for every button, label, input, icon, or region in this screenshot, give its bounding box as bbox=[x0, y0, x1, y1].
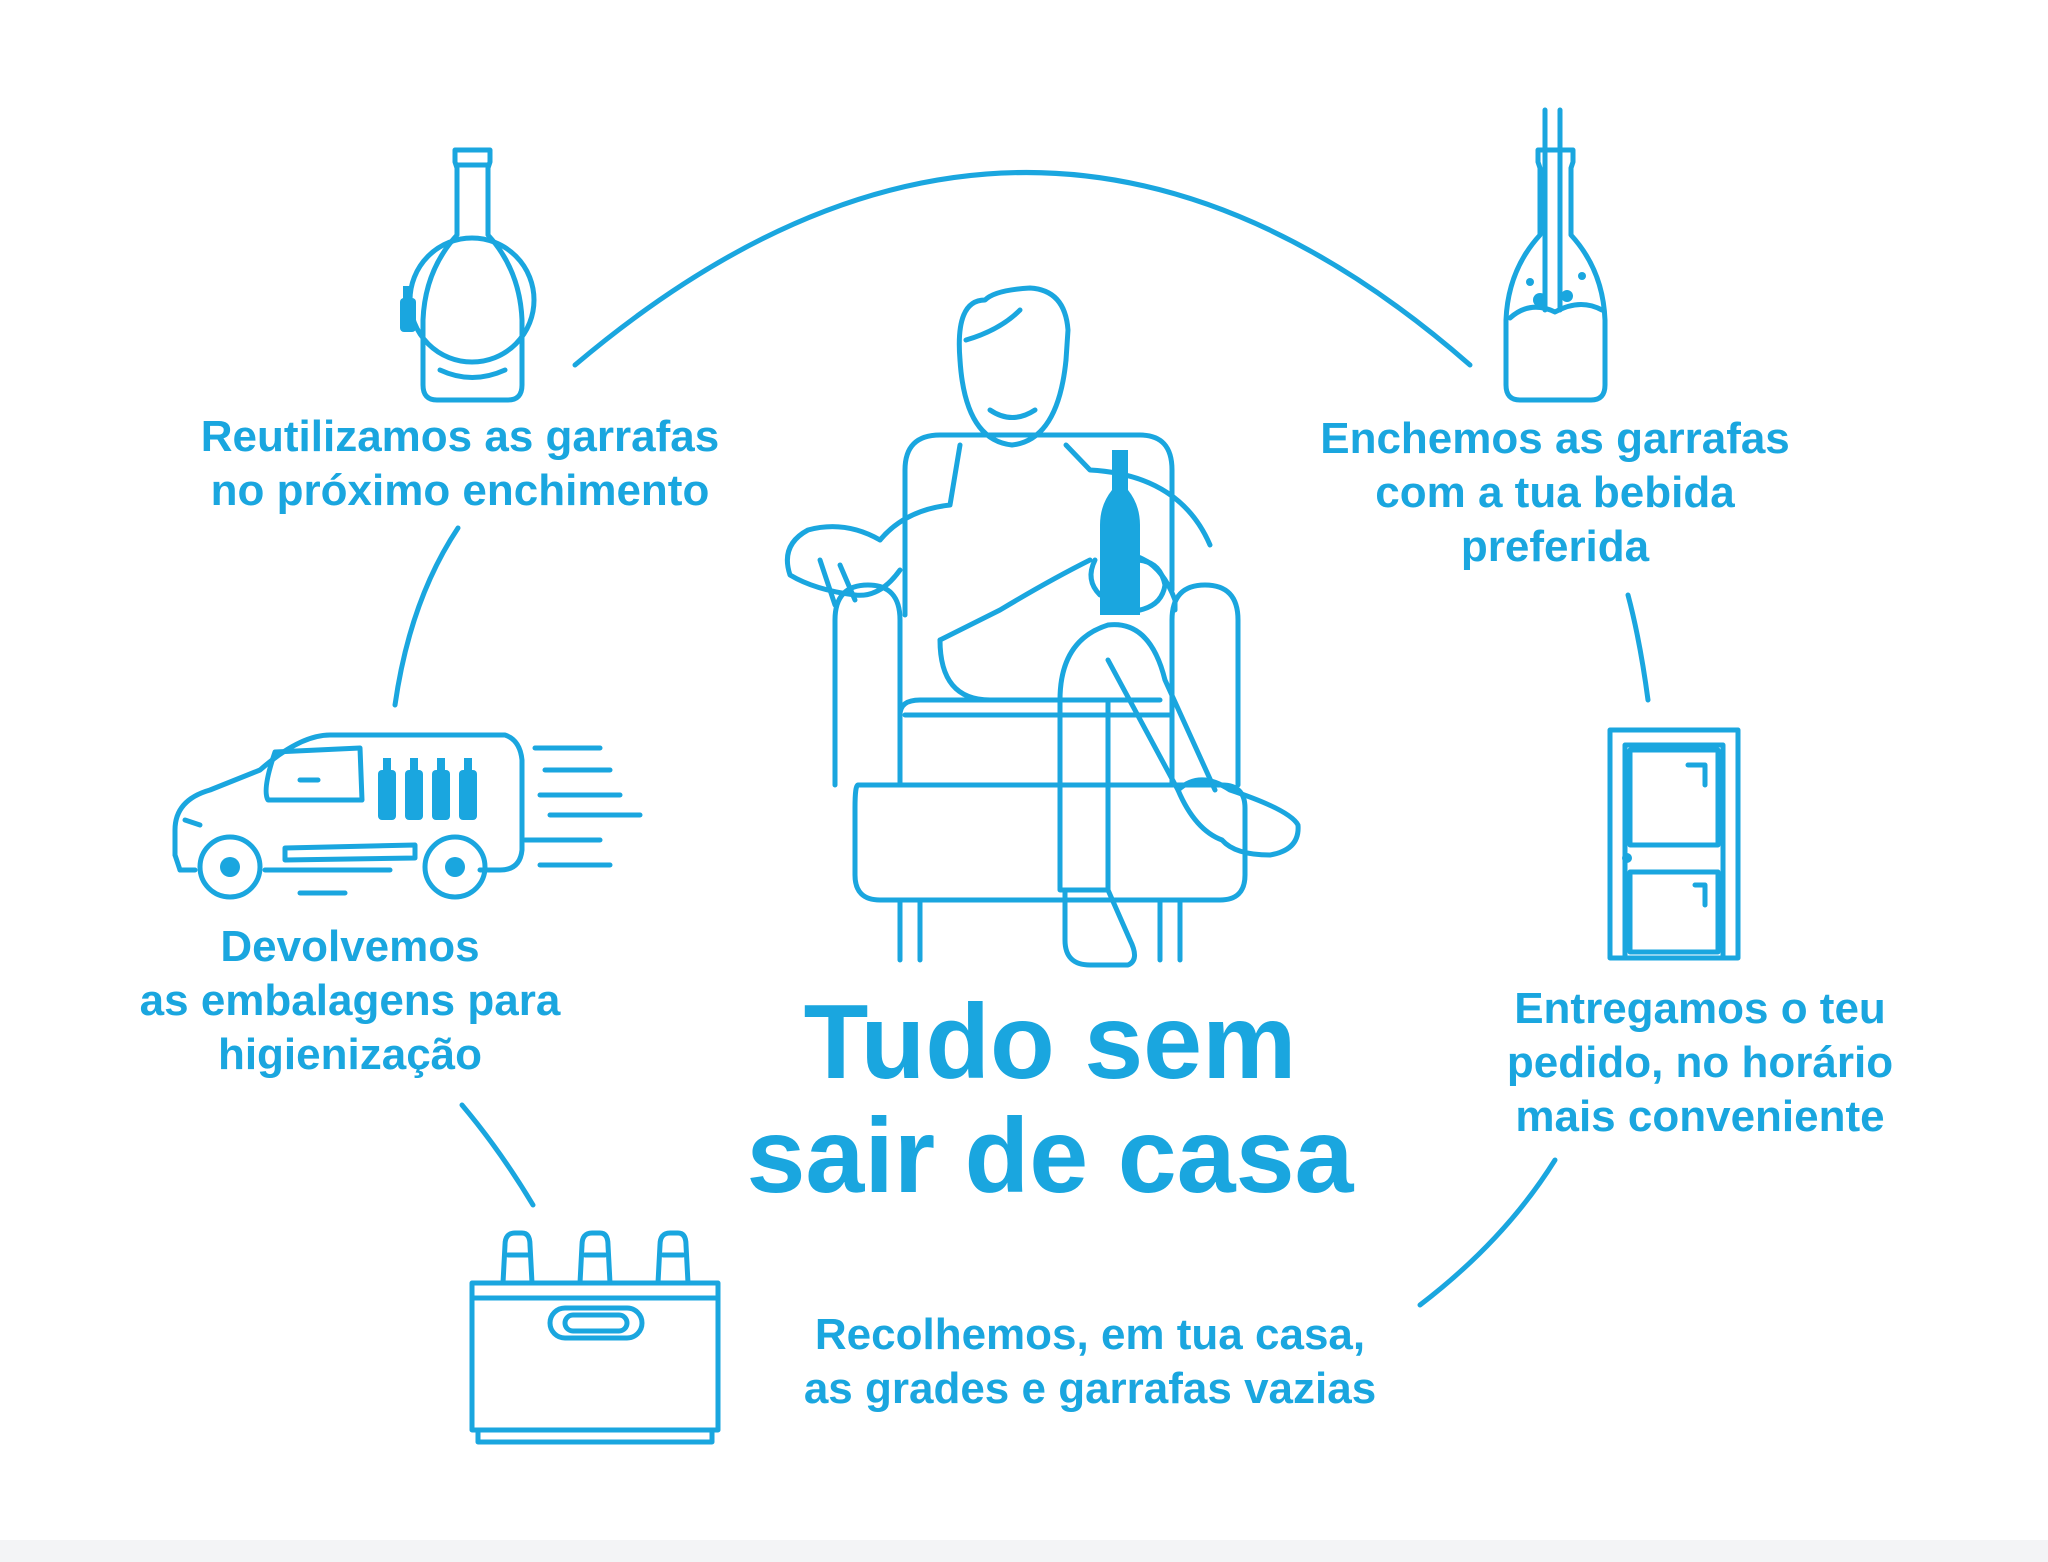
step-reuse-line-2: no próximo enchimento bbox=[210, 466, 710, 515]
step-reuse-line-1: Reutilizamos as garrafas bbox=[200, 412, 720, 461]
step-return-line-1: Devolvemos bbox=[220, 922, 480, 971]
step-return-line-3: higienização bbox=[217, 1030, 483, 1079]
step-deliver-line-1: Entregamos o teu bbox=[1514, 984, 1886, 1033]
headline: Tudo sem sair de casa bbox=[700, 985, 1400, 1213]
cycle-arc-segments bbox=[392, 170, 1651, 1308]
step-collect-line-2: as grades e garrafas vazias bbox=[803, 1364, 1377, 1413]
step-reuse-label: Reutilizamos as garrafas no próximo ench… bbox=[130, 410, 790, 518]
person-in-armchair-icon bbox=[784, 285, 1301, 968]
bottle-crate-icon bbox=[469, 1230, 721, 1445]
step-fill-line-2: com a tua bebida bbox=[1375, 468, 1735, 517]
headline-line-1: Tudo sem bbox=[803, 983, 1297, 1101]
footer-strip bbox=[0, 1540, 2048, 1562]
step-return-line-2: as embalagens para bbox=[139, 976, 561, 1025]
step-return-label: Devolvemos as embalagens para higienizaç… bbox=[90, 920, 610, 1082]
bottle-filling-icon bbox=[1503, 107, 1608, 403]
delivery-van-icon bbox=[172, 732, 643, 900]
step-collect-label: Recolhemos, em tua casa, as grades e gar… bbox=[760, 1308, 1420, 1416]
step-fill-line-3: preferida bbox=[1460, 522, 1650, 571]
step-fill-line-1: Enchemos as garrafas bbox=[1320, 414, 1790, 463]
step-collect-line-1: Recolhemos, em tua casa, bbox=[814, 1310, 1366, 1359]
step-fill-label: Enchemos as garrafas com a tua bebida pr… bbox=[1255, 412, 1855, 574]
headline-line-2: sair de casa bbox=[746, 1097, 1354, 1215]
step-deliver-line-2: pedido, no horário bbox=[1506, 1038, 1894, 1087]
step-deliver-line-3: mais conveniente bbox=[1515, 1092, 1885, 1141]
door-icon bbox=[1607, 727, 1741, 961]
reuse-bottle-icon bbox=[400, 147, 537, 403]
step-deliver-label: Entregamos o teu pedido, no horário mais… bbox=[1420, 982, 1980, 1144]
